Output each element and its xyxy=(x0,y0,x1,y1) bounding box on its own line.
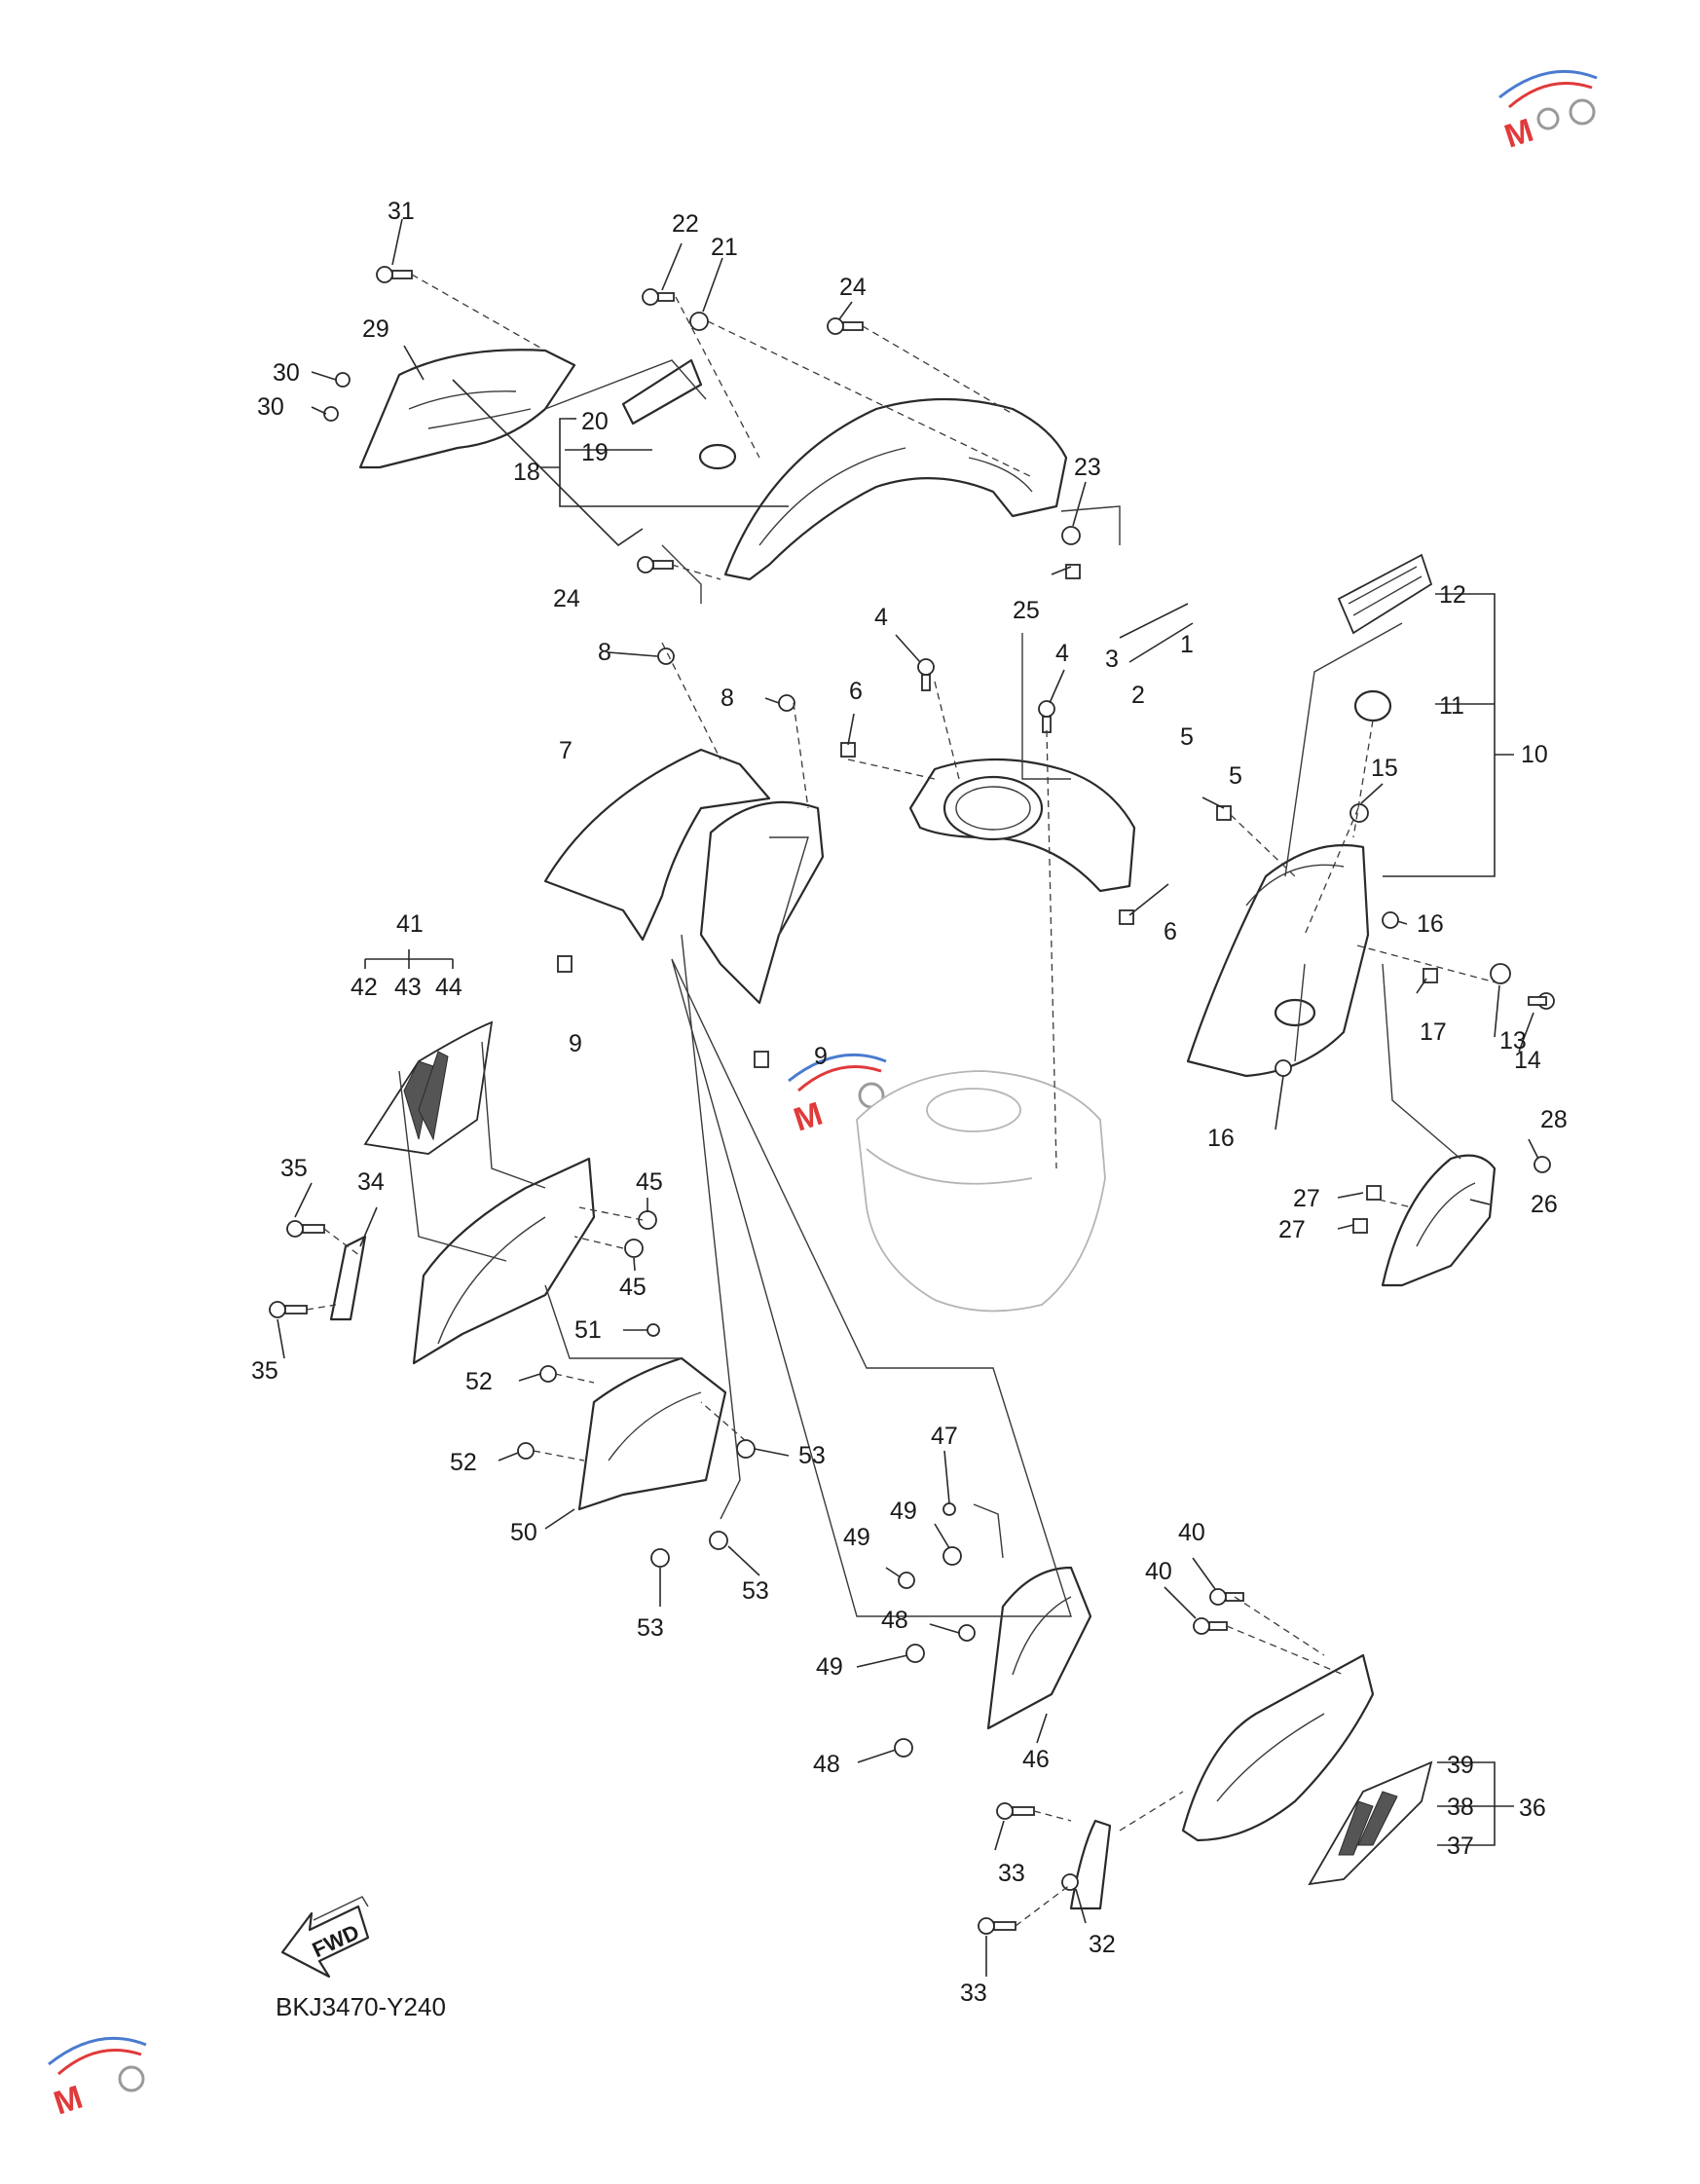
callout-23: 23 xyxy=(1074,454,1101,481)
side-panel-part-36 xyxy=(1181,1653,1433,1886)
side-panel-part-7 xyxy=(543,748,825,1005)
reflector-part-32 xyxy=(1069,1819,1112,1910)
callout-24b: 24 xyxy=(553,585,580,612)
group-brackets xyxy=(364,418,1514,1846)
callout-22: 22 xyxy=(672,210,699,238)
svg-text:M: M xyxy=(790,1095,828,1139)
callout-15: 15 xyxy=(1371,755,1398,782)
bracket-part-46 xyxy=(986,1566,1092,1730)
fwd-arrow-icon: FWD xyxy=(280,1896,370,1979)
callout-41: 41 xyxy=(396,910,424,938)
svg-text:M: M xyxy=(50,2079,88,2123)
cover-part-29 xyxy=(358,349,576,469)
inner-panel-part-1 xyxy=(908,758,1136,893)
callout-27b: 27 xyxy=(1278,1216,1306,1243)
callout-28: 28 xyxy=(1540,1106,1568,1133)
callout-53c: 53 xyxy=(637,1614,664,1642)
callout-4a: 4 xyxy=(874,604,888,631)
callout-46: 46 xyxy=(1022,1746,1050,1773)
callout-29: 29 xyxy=(362,315,389,343)
callout-11: 11 xyxy=(1439,692,1464,720)
callout-18: 18 xyxy=(513,459,540,486)
callout-30a: 30 xyxy=(273,359,300,387)
callout-33b: 33 xyxy=(960,1980,987,2007)
callout-44: 44 xyxy=(435,974,462,1001)
watermark-logo-icon: M xyxy=(48,2036,147,2123)
callout-45a: 45 xyxy=(636,1168,663,1196)
callout-24a: 24 xyxy=(839,274,867,301)
callout-8a: 8 xyxy=(598,639,611,666)
callout-50: 50 xyxy=(510,1519,537,1546)
headlight-cowl-part-18 xyxy=(621,358,1068,581)
callout-10: 10 xyxy=(1521,741,1548,768)
side-cover-part-10 xyxy=(1186,843,1370,1078)
callout-53a: 53 xyxy=(798,1442,826,1469)
decal-part-12 xyxy=(1337,553,1433,635)
callout-labels: 1 2 3 4 4 5 5 6 6 7 8 8 9 9 10 11 12 13 … xyxy=(251,198,1568,2007)
callout-40a: 40 xyxy=(1178,1519,1205,1546)
callout-5a: 5 xyxy=(1180,723,1194,751)
inner-panel-part-50 xyxy=(577,1356,727,1511)
callout-47: 47 xyxy=(931,1423,958,1450)
callout-19: 19 xyxy=(581,439,609,466)
callout-16a: 16 xyxy=(1417,910,1444,938)
callout-49c: 49 xyxy=(816,1653,843,1681)
callout-40b: 40 xyxy=(1145,1558,1172,1585)
callout-36: 36 xyxy=(1519,1795,1546,1822)
callout-39: 39 xyxy=(1447,1752,1474,1779)
callout-12: 12 xyxy=(1439,581,1466,609)
callout-49b: 49 xyxy=(843,1524,870,1551)
callout-32: 32 xyxy=(1089,1931,1116,1958)
leader-lines xyxy=(277,218,1539,1977)
callout-42: 42 xyxy=(351,974,378,1001)
watermark-logo-icon: M xyxy=(1498,69,1598,156)
callout-9b: 9 xyxy=(814,1043,828,1070)
callout-2: 2 xyxy=(1131,682,1145,709)
callout-7: 7 xyxy=(559,737,573,764)
callout-17: 17 xyxy=(1420,1018,1447,1046)
callout-27a: 27 xyxy=(1293,1185,1320,1212)
callout-1: 1 xyxy=(1180,631,1194,658)
callout-45b: 45 xyxy=(619,1274,647,1301)
callout-53b: 53 xyxy=(742,1577,769,1605)
callout-8b: 8 xyxy=(721,685,734,712)
callout-43: 43 xyxy=(394,974,422,1001)
callout-4b: 4 xyxy=(1055,640,1069,667)
callout-6b: 6 xyxy=(1164,918,1177,945)
diagram-code: BKJ3470-Y240 xyxy=(276,1992,446,2021)
fuel-tank-part xyxy=(856,1070,1106,1313)
callout-33a: 33 xyxy=(998,1860,1025,1887)
guide-outlines xyxy=(398,359,1461,1617)
bracket-part-26 xyxy=(1381,1154,1497,1287)
callout-52b: 52 xyxy=(450,1449,477,1476)
callout-5b: 5 xyxy=(1229,762,1242,790)
decal-part-41 xyxy=(363,1020,494,1155)
callout-35b: 35 xyxy=(251,1357,278,1385)
svg-text:M: M xyxy=(1500,112,1538,156)
callout-13: 13 xyxy=(1499,1027,1527,1055)
callout-21: 21 xyxy=(711,234,738,261)
callout-48b: 48 xyxy=(813,1751,840,1778)
callout-35a: 35 xyxy=(280,1155,308,1182)
grommet-part-11 xyxy=(1353,689,1392,722)
callout-30b: 30 xyxy=(257,393,284,421)
callout-14: 14 xyxy=(1514,1047,1541,1074)
callout-51: 51 xyxy=(574,1316,602,1344)
callout-20: 20 xyxy=(581,408,609,435)
callout-38: 38 xyxy=(1447,1794,1474,1821)
callout-16b: 16 xyxy=(1207,1125,1235,1152)
callout-49a: 49 xyxy=(890,1498,917,1525)
callout-37: 37 xyxy=(1447,1832,1474,1860)
callout-3: 3 xyxy=(1105,646,1119,673)
callout-26: 26 xyxy=(1531,1191,1558,1218)
callout-6a: 6 xyxy=(849,678,863,705)
callout-25: 25 xyxy=(1013,597,1040,624)
callout-31: 31 xyxy=(388,198,415,225)
callout-9a: 9 xyxy=(569,1030,582,1057)
callout-34: 34 xyxy=(357,1168,385,1196)
callout-52a: 52 xyxy=(465,1368,493,1395)
callout-48a: 48 xyxy=(881,1607,908,1634)
